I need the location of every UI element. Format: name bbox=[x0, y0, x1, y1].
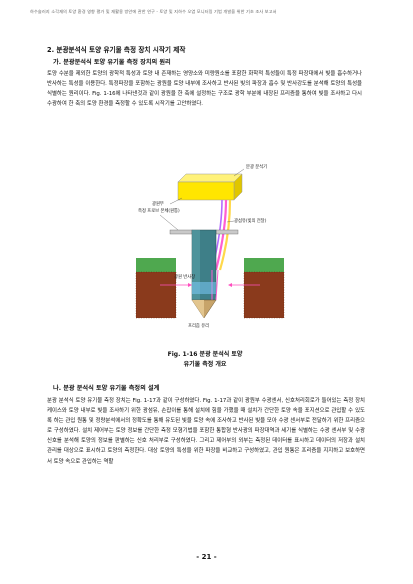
soil-block-right bbox=[243, 258, 285, 319]
paragraph-principle: 토양 수분을 제외한 토양의 광학적 특성과 토양 내 존재하는 영양소와 미량… bbox=[47, 71, 362, 108]
soil-block-left bbox=[135, 258, 177, 319]
label-light-path: 광원 반사창 bbox=[174, 273, 195, 280]
running-header: 하수슬러지 소각재의 토양 환경 영향 평가 및 재활용 방안에 관한 연구 -… bbox=[30, 9, 277, 14]
probe-diagram: 분광 분석기 광원부 광섬유(빛의 전달) 측정 프로브 본체(원통) bbox=[135, 163, 285, 329]
light-window bbox=[192, 282, 216, 294]
label-spectrometer: 분광 분석기 bbox=[246, 163, 267, 170]
paragraph-design: 분광 분석식 토양 유기물 측정 장치는 Fig. 1-17과 같이 구성하였다… bbox=[47, 398, 365, 465]
section-title: 2. 분광분석식 토양 유기물 측정 장치 시작기 제작 bbox=[47, 46, 186, 54]
prism-tip bbox=[191, 299, 217, 319]
figure-caption-line1: Fig. 1-16 분광 분석식 토양 bbox=[167, 351, 243, 358]
label-light-source: 광원부 bbox=[152, 200, 164, 207]
spectrometer-box bbox=[177, 173, 243, 201]
page-number: - 21 - bbox=[196, 553, 217, 561]
figure-caption-line2: 유기물 측정 개요 bbox=[183, 361, 227, 368]
reflected-light-arrows bbox=[160, 283, 260, 287]
label-prism: 프리즘 유리 bbox=[188, 322, 209, 329]
label-fiber: 광섬유(빛의 전달) bbox=[234, 217, 267, 224]
subsection-title-a: 가. 분광분석식 토양 유기물 측정 장치의 원리 bbox=[53, 59, 171, 66]
label-probe: 측정 프로브 본체(원통) bbox=[138, 207, 180, 214]
subsection-title-b: 나. 분광 분석식 토양 유기물 측정의 설계 bbox=[53, 385, 160, 392]
